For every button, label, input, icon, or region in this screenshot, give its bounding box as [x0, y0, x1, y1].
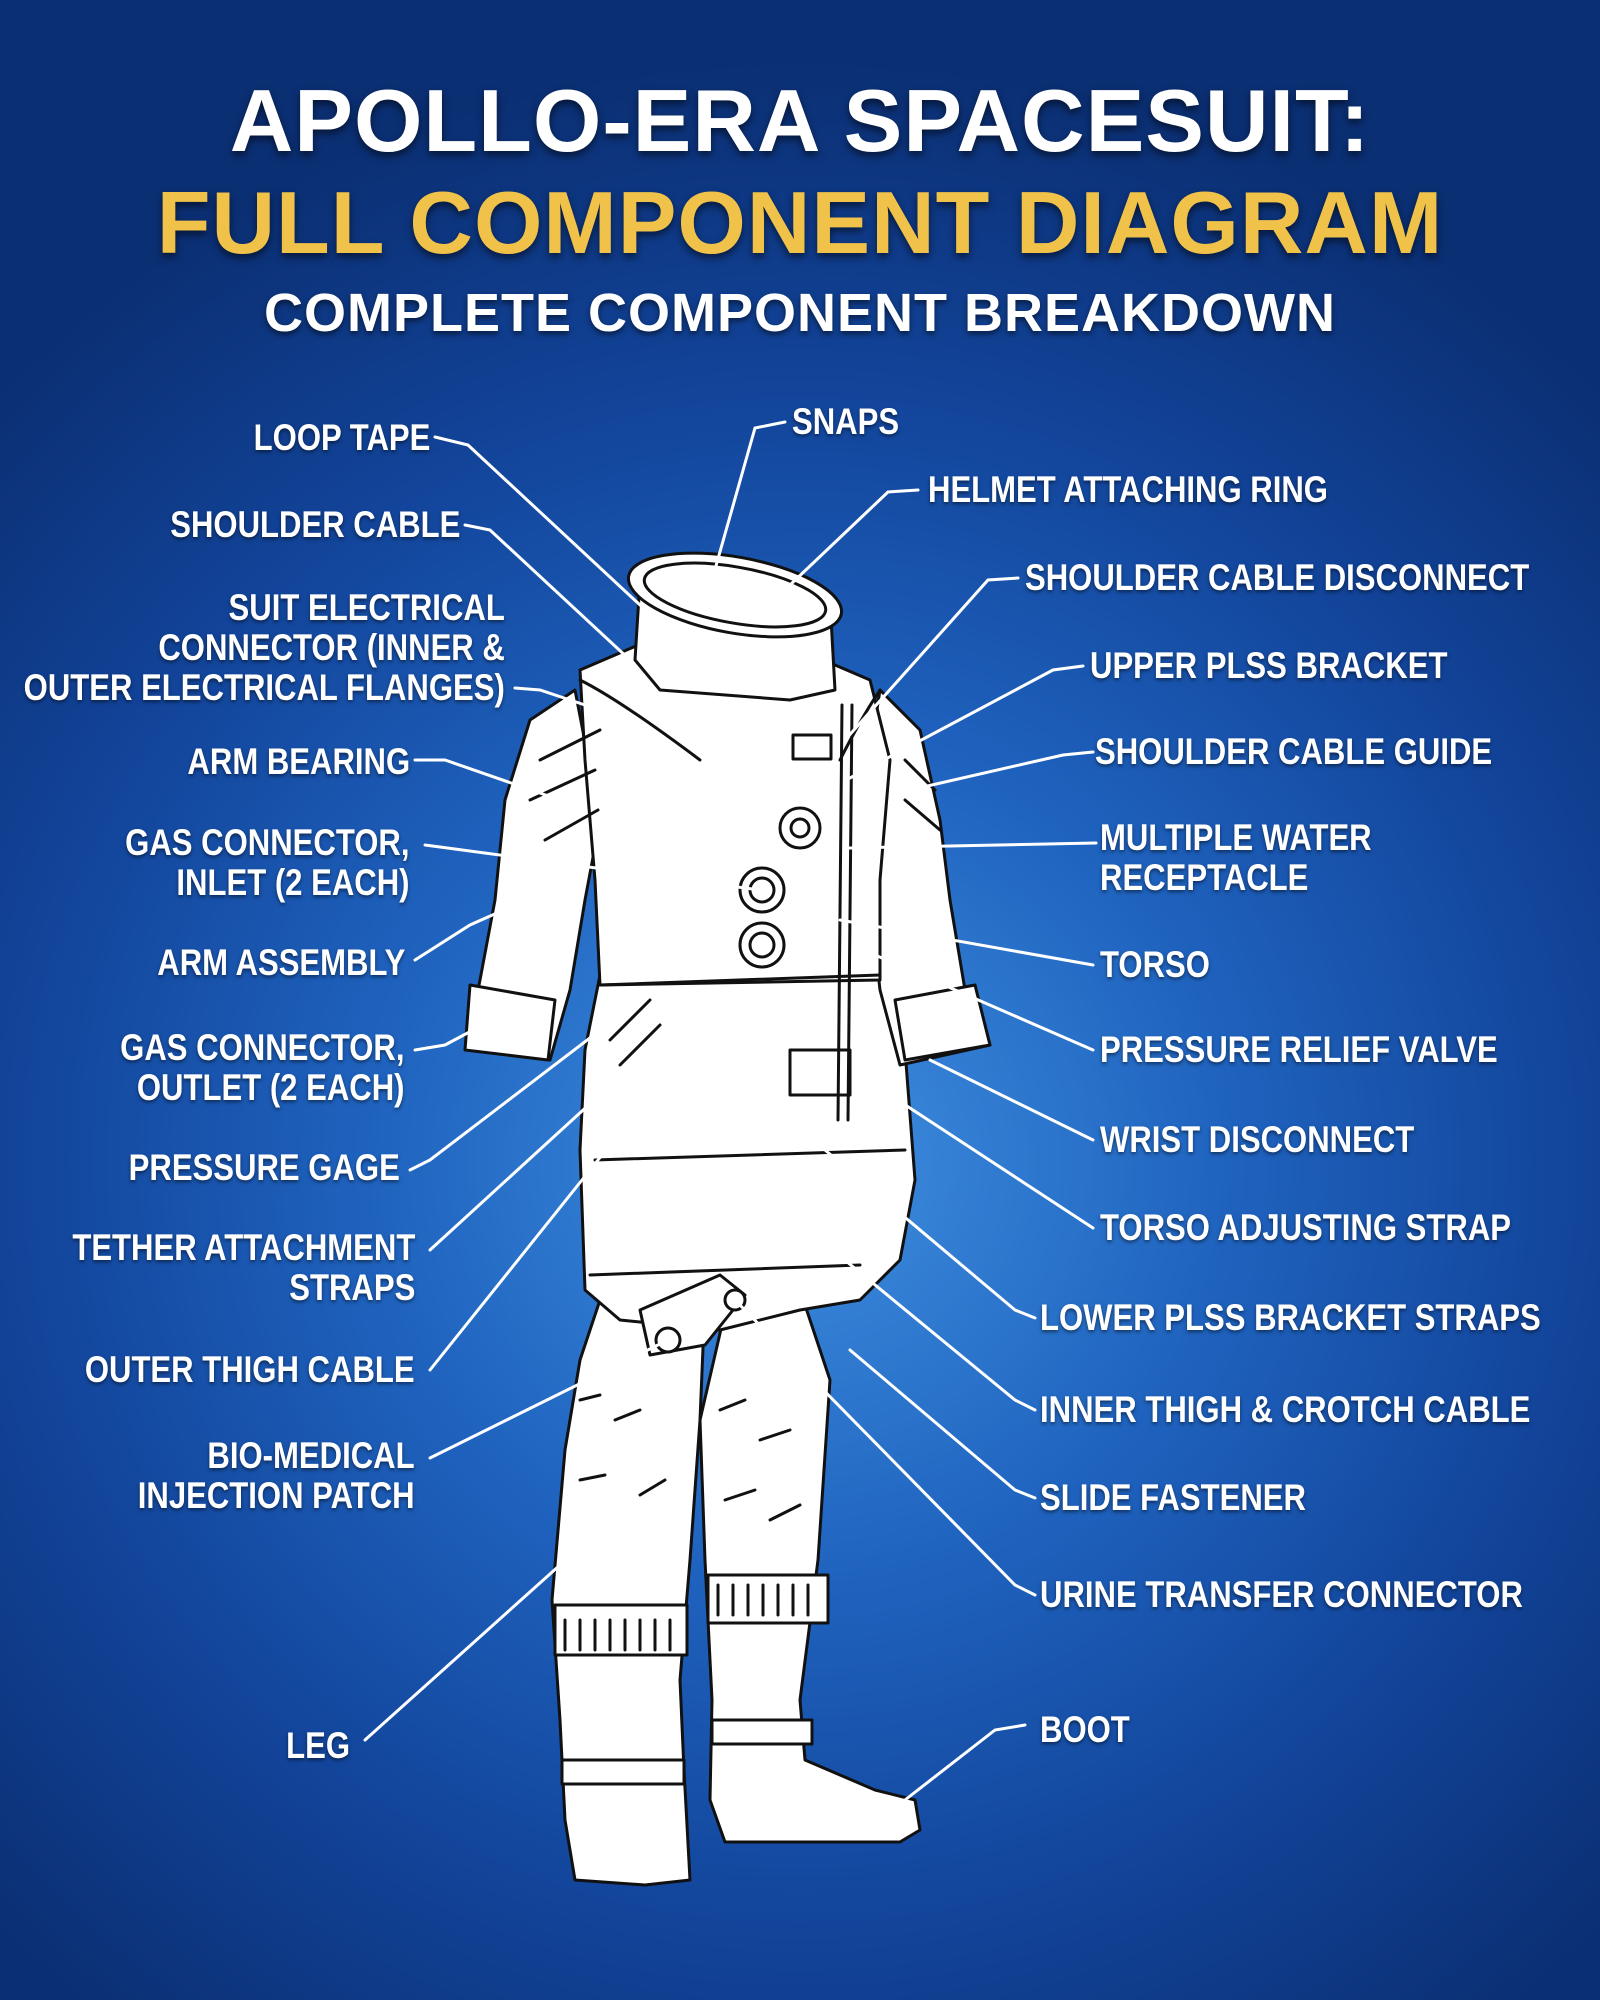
leader-shoulder-cable-disconnect	[843, 576, 1020, 742]
label-snaps: SNAPS	[792, 401, 900, 442]
label-outer-thigh-cable: OUTER THIGH CABLE	[85, 1349, 415, 1390]
label-shoulder-cable-guide: SHOULDER CABLE GUIDE	[1095, 731, 1493, 772]
spacesuit-illustration	[463, 551, 992, 1887]
leader-multiple-water-receptacle	[848, 841, 1098, 850]
leader-leg	[363, 1563, 562, 1742]
label-arm-assembly: ARM ASSEMBLY	[156, 942, 405, 983]
leader-outer-thigh-cable	[428, 1143, 612, 1372]
leader-pressure-relief-valve	[873, 953, 1095, 1052]
label-urine-transfer-connector: URINE TRANSFER CONNECTOR	[1040, 1574, 1523, 1615]
subtitle: COMPLETE COMPONENT BREAKDOWN	[264, 283, 1336, 343]
label-arm-bearing: ARM BEARING	[187, 741, 410, 782]
leader-pressure-gage	[408, 1013, 622, 1172]
label-lower-plss-bracket-straps: LOWER PLSS BRACKET STRAPS	[1040, 1297, 1541, 1338]
leader-shoulder-cable-guide	[908, 750, 1095, 792]
leader-shoulder-cable	[463, 523, 632, 662]
leader-suit-electrical-connector	[513, 686, 587, 707]
leader-helmet-attaching-ring	[788, 488, 920, 587]
leader-lines-left	[363, 435, 762, 1742]
label-pressure-relief-valve: PRESSURE RELIEF VALVE	[1100, 1029, 1498, 1070]
leader-gas-connector-outlet	[413, 1003, 522, 1052]
leader-boot	[903, 1723, 1027, 1802]
label-wrist-disconnect: WRIST DISCONNECT	[1100, 1119, 1415, 1160]
label-loop-tape: LOOP TAPE	[253, 417, 430, 458]
label-shoulder-cable-disconnect: SHOULDER CABLE DISCONNECT	[1025, 557, 1530, 598]
leader-urine-transfer-connector	[733, 1298, 1037, 1597]
leader-torso-adjusting-strap	[853, 1070, 1095, 1230]
label-leg: LEG	[286, 1725, 350, 1766]
leader-slide-fastener	[848, 1348, 1037, 1500]
label-torso: TORSO	[1100, 944, 1210, 985]
leader-tether-attachment-straps	[428, 1088, 607, 1252]
label-helmet-attaching-ring: HELMET ATTACHING RING	[928, 469, 1328, 510]
leader-lower-plss-bracket-straps	[823, 1148, 1037, 1320]
leader-snaps	[710, 420, 787, 582]
leader-inner-thigh-crotch-cable	[788, 1213, 1037, 1412]
label-upper-plss-bracket: UPPER PLSS BRACKET	[1090, 645, 1448, 686]
label-gas-connector-inlet: GAS CONNECTOR,INLET (2 EACH)	[125, 822, 410, 903]
label-torso-adjusting-strap: TORSO ADJUSTING STRAP	[1100, 1207, 1511, 1248]
leader-arm-bearing	[413, 758, 562, 802]
leader-wrist-disconnect	[928, 1058, 1095, 1142]
leader-arm-assembly	[413, 903, 517, 962]
label-boot: BOOT	[1040, 1709, 1130, 1750]
label-pressure-gage: PRESSURE GAGE	[128, 1147, 400, 1188]
label-shoulder-cable: SHOULDER CABLE	[169, 504, 460, 545]
leader-loop-tape	[433, 435, 642, 607]
title-line-2: FULL COMPONENT DIAGRAM	[156, 173, 1444, 272]
leader-gas-connector-inlet	[423, 843, 762, 892]
label-slide-fastener: SLIDE FASTENER	[1040, 1477, 1306, 1518]
label-inner-thigh-crotch-cable: INNER THIGH & CROTCH CABLE	[1040, 1389, 1531, 1430]
leader-torso	[838, 918, 1095, 967]
label-gas-connector-outlet: GAS CONNECTOR,OUTLET (2 EACH)	[120, 1027, 405, 1108]
leader-upper-plss-bracket	[848, 664, 1085, 780]
leader-bio-medical-injection-patch	[428, 1338, 670, 1460]
title-line-1: APOLLO-ERA SPACESUIT:	[229, 71, 1371, 170]
leader-lines-right	[710, 420, 1098, 1802]
